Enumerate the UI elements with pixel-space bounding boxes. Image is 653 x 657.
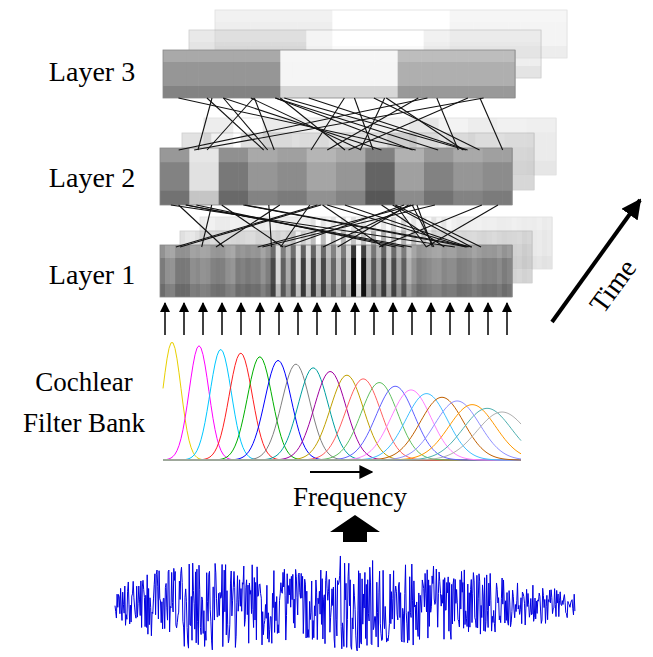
layer-2-bar — [160, 148, 513, 205]
input-arrows — [165, 303, 507, 335]
layer-label: Layer 1 — [49, 258, 135, 292]
filter-bank-curves — [163, 343, 521, 460]
axis-label: Frequency — [293, 481, 407, 513]
layer-1-bar — [160, 245, 513, 297]
layer-connections — [178, 98, 502, 150]
input-arrow — [330, 515, 380, 542]
layer-connections — [171, 205, 498, 247]
axis-label: Time — [582, 253, 643, 320]
component-label: Cochlear Filter Bank — [9, 362, 159, 443]
layer-label: Layer 2 — [49, 161, 135, 195]
frequency-arrow — [310, 471, 372, 473]
speech-waveform — [115, 556, 575, 651]
layer-label: Layer 3 — [49, 55, 135, 89]
layer-3-bar — [163, 50, 516, 98]
